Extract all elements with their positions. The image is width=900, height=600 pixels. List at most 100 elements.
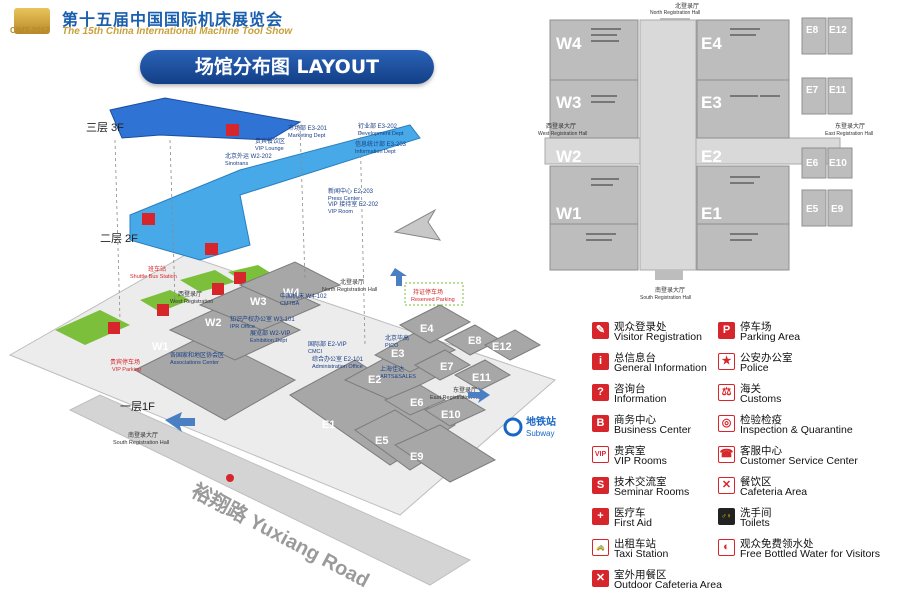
parking-marker-4 [234, 272, 246, 284]
fp-label-e6: E6 [806, 158, 819, 169]
hall-label-e5: E5 [375, 435, 388, 447]
fp-label-w1: W1 [556, 204, 582, 223]
seminar-3f-marker [226, 124, 239, 136]
legend-label-cn: 室外用餐区 [614, 569, 667, 581]
fp-label-e7: E7 [806, 85, 819, 96]
legend-label-cn: 洗手间 [740, 507, 772, 519]
legend-label-en: First Aid [614, 517, 652, 529]
fp-hall-e3 [696, 79, 790, 139]
fp-label-e11: E11 [829, 85, 847, 96]
subway-cn: 地铁站 [526, 415, 556, 428]
legend-label-en: Inspection & Quarantine [740, 424, 853, 436]
legend-label-en: VIP Rooms [614, 455, 667, 467]
fp-label-e2: E2 [701, 147, 722, 166]
vip-lounge-en: VIP Lounge [255, 146, 284, 152]
cmci-en: CMCI [308, 349, 323, 355]
legend-label-cn: 医疗车 [614, 507, 646, 519]
admin-en: Administration Office [312, 364, 363, 370]
legend-label-cn: 停车场 [740, 321, 772, 333]
floor1-label: 一层1F [120, 400, 155, 413]
hall-label-e11: E11 [472, 372, 491, 384]
fp-hall-w1 [549, 223, 639, 271]
fp-hall-w3 [549, 79, 639, 139]
yuxiang-road [68, 394, 472, 586]
cimt-logo [14, 8, 50, 34]
taxi-station-icon: 🚕 [592, 539, 609, 556]
ipr-en: IPR Office [230, 324, 255, 330]
floor2-label: 二层 2F [100, 232, 138, 245]
legend-label-en: Taxi Station [614, 548, 669, 560]
art-en: ARTS&SALES [380, 374, 416, 380]
hall-label-e4: E4 [420, 323, 434, 335]
seminar-2f-a-marker [142, 213, 155, 225]
legend-label-en: Cafeteria Area [740, 486, 808, 498]
dev-dept-cn: 行业部 E3-202 [358, 122, 398, 130]
fp-label-w3: W3 [556, 93, 582, 112]
title-en: The 15th China International Machine Too… [62, 26, 293, 37]
information-icon: ? [592, 384, 609, 401]
legend-label-cn: 贵宾室 [614, 445, 646, 457]
toilets-icon: ♂♀ [718, 508, 735, 525]
fp-label-e8: E8 [806, 25, 819, 36]
east-hall-en: East Registration Hall [430, 395, 483, 401]
west-hall-en: West Registration [170, 299, 213, 305]
legend-label-en: Free Bottled Water for Visitors [740, 548, 881, 560]
hall-label-w2: W2 [205, 317, 222, 329]
visitor-registration-icon: ✎ [592, 322, 609, 339]
info-dept-en: Information Dept [355, 149, 396, 155]
hall-label-e10: E10 [441, 409, 461, 421]
shuttle-en: Shuttle Bus Station [130, 274, 177, 280]
legend-label-cn: 海关 [740, 383, 761, 395]
vip-parking-en: VIP Parking [112, 367, 141, 373]
mkt-dept-en: Marketing Dept [288, 133, 326, 139]
first-aid-icon: + [592, 508, 609, 525]
parking-green-1 [55, 310, 130, 345]
hall-label-w3: W3 [250, 296, 267, 308]
cafeteria-icon: ✕ [718, 477, 735, 494]
hall-label-w4: W4 [283, 287, 300, 299]
parking-green-2 [140, 290, 190, 312]
hall-e11 [453, 359, 512, 391]
legend-label-en: Parking Area [740, 331, 801, 343]
general-information-icon: i [592, 353, 609, 370]
press-en: Press Center [328, 196, 360, 202]
fp-hall-w2 [549, 165, 639, 225]
fp-label-e3: E3 [701, 93, 722, 112]
north-hall-cn: 北登录厅 [340, 278, 364, 286]
logo-year: CIMT 2017 [10, 26, 50, 35]
fp-east-cn: 东登录大厅 [835, 122, 865, 130]
layout-banner-title: 场馆分布图 LAYOUT [194, 56, 380, 78]
hall-e6 [383, 384, 447, 416]
customer-service-icon: ☎ [718, 446, 735, 463]
exh-cn: 展览部 W2-VIP [250, 329, 290, 337]
bottled-water-icon: ◐ [718, 539, 735, 556]
info-dept-cn: 信息统计部 E3-203 [355, 140, 407, 148]
legend-label-cn: 商务中心 [614, 414, 656, 426]
vip-lounge-cn: 贵宾餐饮区 [255, 137, 285, 145]
south-hall-cn: 南登录大厅 [128, 431, 158, 439]
hall-e10 [423, 394, 487, 427]
title-cn: 第十五届中国国际机床展览会 [62, 10, 284, 29]
taxi-icon [226, 474, 234, 482]
hall-e12 [483, 329, 542, 361]
hall-label-e8: E8 [468, 335, 481, 347]
fp-label-e9: E9 [831, 204, 844, 215]
viproom-cn: VIP 接待室 E2-202 [328, 200, 379, 208]
exh-en: Exhibition Dept [250, 338, 287, 344]
hall-w3 [198, 277, 322, 331]
legend-label-cn: 咨询台 [614, 383, 646, 395]
seminar-rooms-icon: S [592, 477, 609, 494]
legend-label-cn: 检验检疫 [740, 414, 782, 426]
press-cn: 新闻中心 E2-203 [328, 187, 374, 195]
hall-w1 [133, 334, 297, 421]
legend-label-en: Information [614, 393, 667, 405]
fp-label-e1: E1 [701, 204, 722, 223]
floor-3f [109, 97, 302, 141]
legend-label-cn: 观众登录处 [614, 321, 667, 333]
vip-parking-cn: 贵宾停车场 [110, 358, 140, 366]
subway-icon [503, 417, 523, 437]
north-arrow-icon [393, 208, 442, 241]
east-entry-arrow-icon [468, 387, 490, 403]
legend-label-en: Seminar Rooms [614, 486, 690, 498]
fp-south-entry [655, 270, 683, 280]
